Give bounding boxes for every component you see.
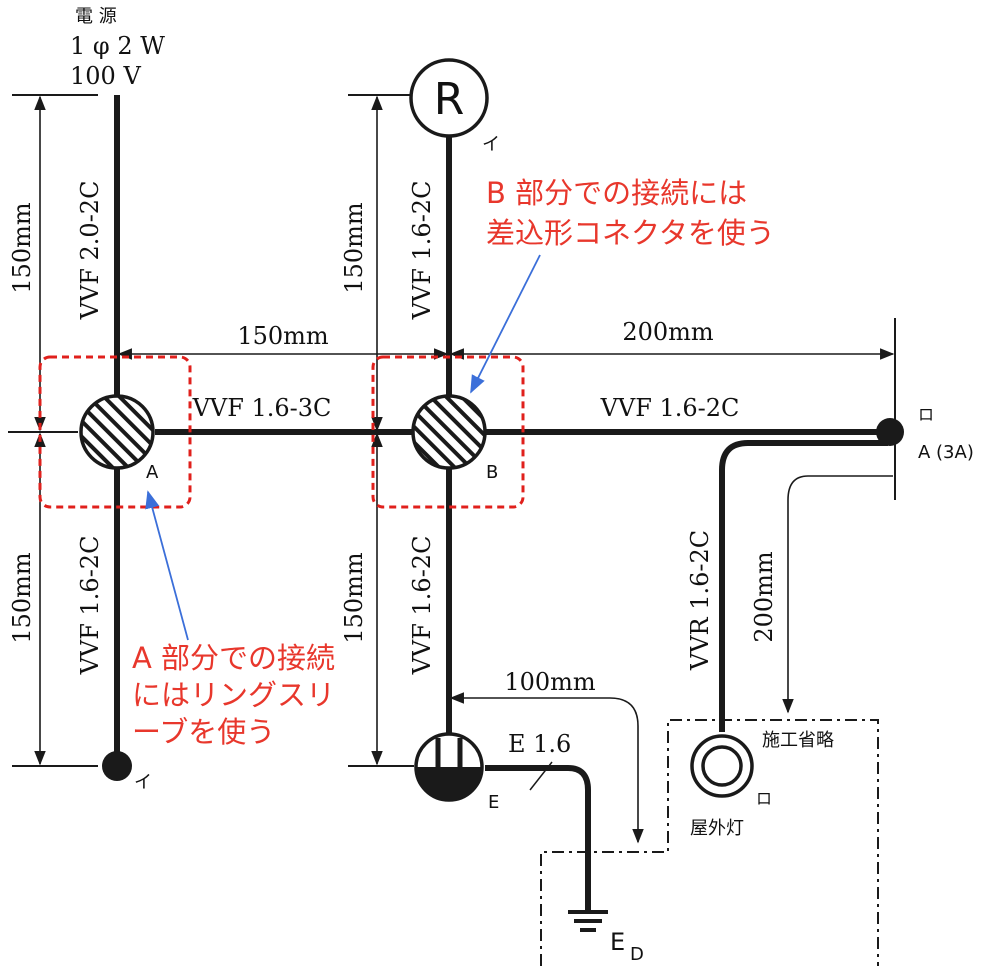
dim-mid-bottom: 150mm [340,552,368,644]
note-a: A 部分での接続 にはリングスリ ーブを使う [132,641,335,749]
wire-outdoor [719,440,888,732]
switch-left-tag: イ [134,772,152,793]
dimension-lines [34,95,895,844]
receptacle-circle [409,58,489,138]
cable-above-b: VVF 1.6-2C [408,181,436,321]
ground-wire-label: E 1.6 [508,730,571,758]
lamp-rating: A (3A) [918,442,974,463]
cable-a-to-b: VVF 1.6-3C [192,394,332,422]
ground-wire-leader [529,761,553,791]
ground-symbol [568,910,608,932]
wire-ground [485,765,591,912]
dim-horizontal-ab: 150mm [237,322,329,350]
note-b: B 部分での接続には 差込形コネクタを使う [486,176,775,250]
source-label-line3: 100 V [70,62,141,90]
omitted-area-outline [540,719,879,966]
outlet-e [414,732,484,802]
omitted-label: 施工省略 [762,730,834,751]
dim-mid-top: 150mm [340,202,368,294]
source-label-line1: 電 源 [75,6,117,27]
source-label-line2: 1 φ 2 W [70,32,165,60]
highlight-box-a [38,355,192,509]
junction-box-a [79,394,155,470]
receptacle-letter: R [434,74,465,125]
switch-left-dot [102,751,132,781]
pointer-arrow-a [145,490,189,641]
receptacle-r: R [409,58,489,138]
ground-sub: D [630,944,644,965]
note-a-line1: A 部分での接続 [132,641,335,675]
dim-left-bottom: 150mm [8,552,36,644]
dim-horizontal-right: 200mm [622,318,714,346]
cable-below-b: VVF 1.6-2C [408,536,436,676]
lamp-dot [876,418,904,446]
outdoor-label: 屋外灯 [690,818,744,839]
pointer-arrow-b [470,254,541,394]
receptacle-tag: イ [482,134,500,155]
box-b-label: B [486,462,498,483]
cable-source-vertical: VVF 2.0-2C [76,181,104,321]
outdoor-tag: ロ [756,789,772,808]
lamp-tag: ロ [918,405,934,424]
reference-ticks [8,94,896,767]
note-a-line2: にはリングスリ [132,678,335,712]
note-b-line2: 差込形コネクタを使う [486,216,775,250]
junction-box-b [411,394,487,470]
outlet-e-label: E [488,792,499,813]
cable-b-to-lamp: VVF 1.6-2C [600,394,740,422]
dim-outdoor-vertical: 200mm [750,551,778,643]
dim-ground-horizontal: 100mm [504,668,596,696]
highlight-box-b [371,355,525,509]
cable-outdoor: VVR 1.6-2C [686,530,714,671]
note-b-line1: B 部分での接続には [486,176,747,210]
cable-below-a: VVF 1.6-2C [76,536,104,676]
ground-mark: E [610,928,625,956]
outdoor-lamp [690,734,754,798]
dim-left-top: 150mm [8,202,36,294]
note-a-line3: ーブを使う [132,715,275,749]
wires [114,95,888,912]
box-a-label: A [146,462,159,483]
